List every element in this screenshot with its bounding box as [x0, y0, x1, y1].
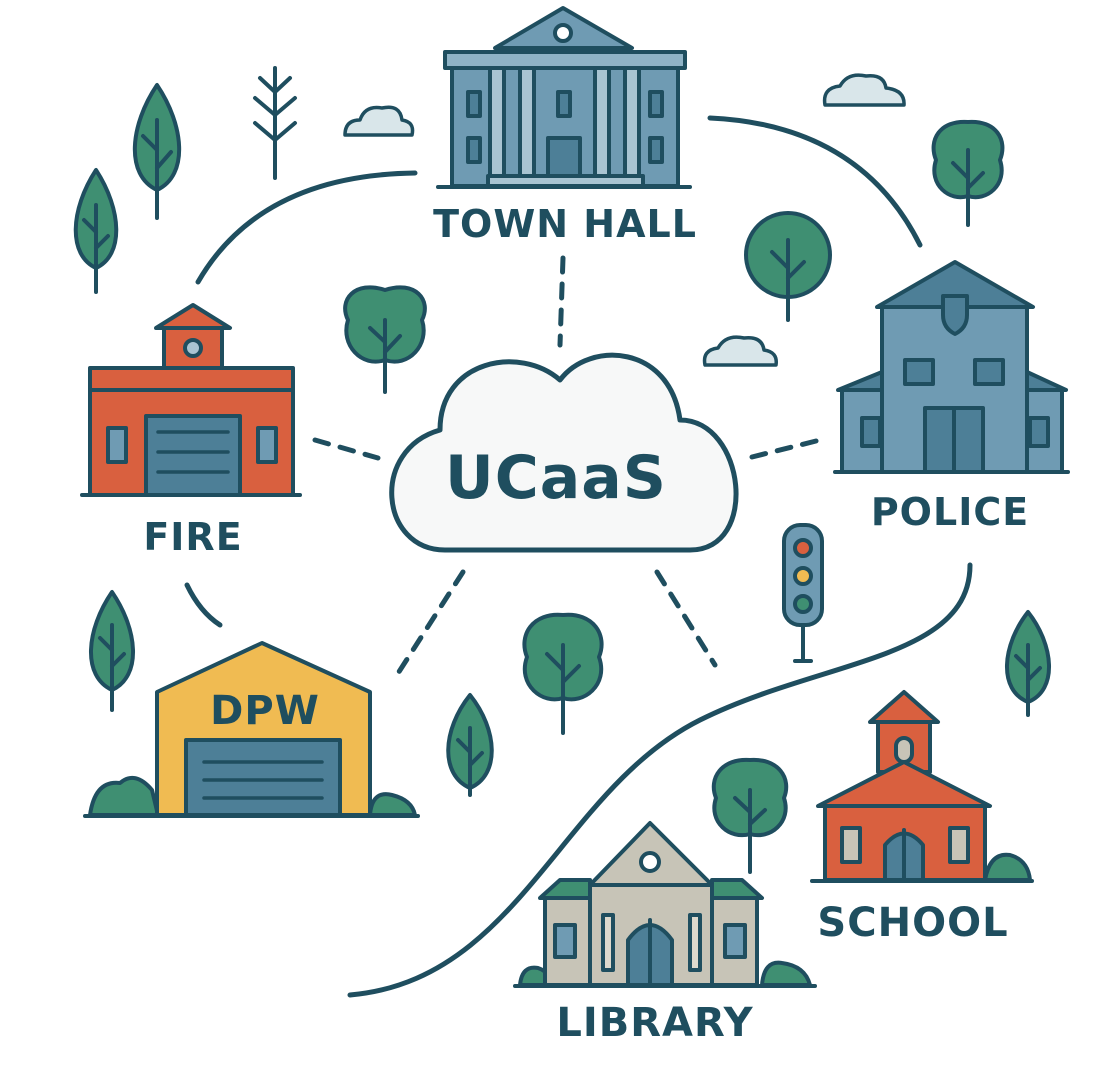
tree-icon — [524, 615, 601, 733]
tree-icon — [746, 213, 830, 320]
link-dpw — [395, 572, 463, 678]
tree-icon — [345, 287, 425, 392]
link-school-library — [657, 572, 715, 665]
link-police — [752, 440, 820, 457]
tree-icon — [135, 85, 179, 218]
link-townhall — [560, 258, 563, 345]
tree-icon — [934, 122, 1003, 225]
link-fire — [315, 440, 378, 458]
tree-icon — [76, 170, 117, 292]
ucaas-label: UCaaS — [445, 443, 667, 513]
police-station-building-icon — [835, 262, 1068, 472]
police-label: POLICE — [871, 490, 1029, 534]
town-hall-label: TOWN HALL — [433, 202, 697, 246]
road-fire-townhall — [198, 173, 415, 282]
police-badge-icon — [943, 296, 967, 334]
dpw-label: DPW — [210, 688, 320, 734]
tree-icon — [91, 592, 133, 710]
school-label: SCHOOL — [817, 900, 1008, 946]
tree-icon — [714, 760, 786, 872]
library-label: LIBRARY — [556, 1000, 753, 1046]
small-cloud-icon — [705, 337, 777, 365]
small-cloud-icon — [825, 75, 904, 105]
fire-station-building-icon — [82, 305, 300, 495]
road-fire-dpw — [187, 585, 220, 625]
traffic-light-icon — [784, 525, 822, 661]
fire-label: FIRE — [143, 515, 242, 559]
tree-icon — [1007, 612, 1049, 715]
pine-sprig-icon — [255, 68, 295, 178]
tree-icon — [448, 695, 492, 795]
small-cloud-icon — [345, 107, 413, 135]
school-building-icon — [812, 692, 1032, 881]
town-hall-building-icon — [438, 8, 690, 187]
